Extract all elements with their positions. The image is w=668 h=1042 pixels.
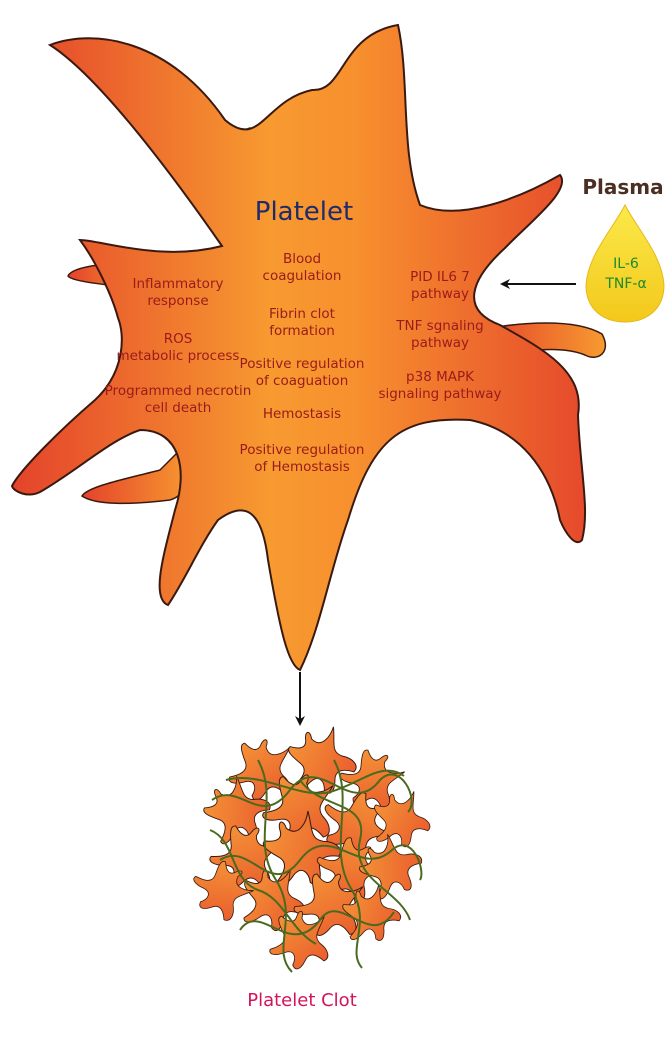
center-term-2-line-0: Positive regulation [240,356,365,372]
clot-label: Platelet Clot [247,990,357,1011]
cytokine-il6: IL-6 [613,256,639,272]
left-term-1-line-1: metabolic process [117,348,240,364]
platelet-title: Platelet [255,197,353,227]
right-term-2-line-1: signaling pathway [378,386,501,402]
center-term-3: Hemostasis [263,406,341,422]
cytokine-tnfa: TNF-α [604,276,646,292]
left-term-0-line-1: response [147,293,208,309]
center-term-3-line-0: Hemostasis [263,406,341,422]
right-term-1-line-0: TNF sgnaling [395,318,483,334]
left-term-0-line-0: Inflammatory [133,276,224,292]
center-term-1-line-1: formation [269,323,335,339]
center-term-4-line-1: of Hemostasis [254,459,350,475]
center-term-1-line-0: Fibrin clot [269,306,335,322]
platelet-cell-body [12,25,585,670]
platelet-clot-aggregate [183,721,433,972]
plasma-label: Plasma [582,175,663,199]
right-term-1-line-1: pathway [411,335,469,351]
left-term-1-line-0: ROS [164,331,193,347]
left-term-2-line-0: Programmed necrotin [105,383,252,399]
left-term-2-line-1: cell death [145,400,212,416]
right-term-2-line-0: p38 MAPK [406,369,475,385]
center-term-0-line-1: coagulation [263,268,342,284]
center-term-0-line-0: Blood [283,251,321,267]
center-term-4-line-0: Positive regulation [240,442,365,458]
right-term-0-line-1: pathway [411,286,469,302]
center-term-2-line-1: of coaguation [256,373,349,389]
right-term-0-line-0: PID IL6 7 [410,269,470,285]
